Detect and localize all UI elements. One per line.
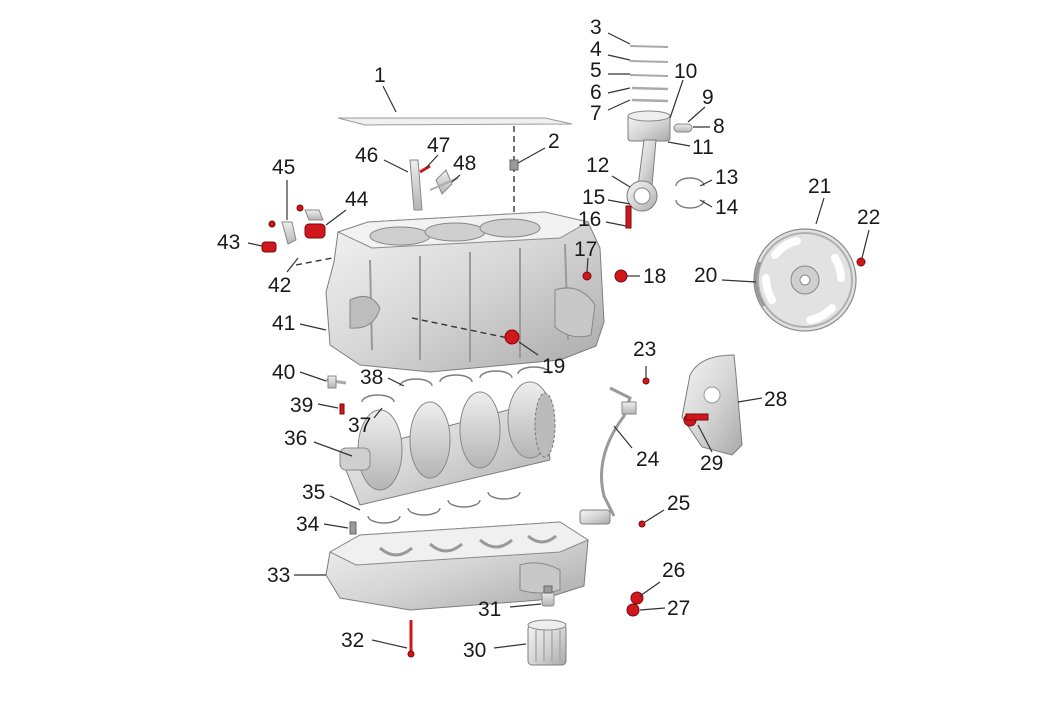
callout-12: 12 <box>586 154 609 177</box>
callout-2: 2 <box>548 130 560 153</box>
flexplate <box>753 228 857 332</box>
oil-jet-and-bolts <box>261 204 326 253</box>
callout-44: 44 <box>345 188 369 211</box>
callout-20: 20 <box>694 264 717 287</box>
callout-7: 7 <box>590 102 602 125</box>
callout-19: 19 <box>542 355 565 378</box>
callout-31: 31 <box>478 598 501 621</box>
callout-37: 37 <box>348 414 371 437</box>
sensor-40 <box>325 375 347 389</box>
callout-6: 6 <box>590 81 602 104</box>
callout-4: 4 <box>590 38 602 61</box>
callout-5: 5 <box>590 59 602 82</box>
callout-10: 10 <box>674 60 697 83</box>
callout-43: 43 <box>217 231 240 254</box>
bolt-27 <box>626 603 640 617</box>
cylinder-block <box>325 211 605 373</box>
callout-1: 1 <box>374 64 386 87</box>
callout-42: 42 <box>268 274 291 297</box>
sensor-34 <box>349 521 357 535</box>
callout-8: 8 <box>713 115 725 138</box>
bolt-39 <box>339 403 345 415</box>
bolt-23 <box>642 377 650 385</box>
callout-32: 32 <box>341 629 364 652</box>
bedplate <box>325 521 590 611</box>
callout-26: 26 <box>662 559 685 582</box>
main-bearing-shells-lower <box>367 491 521 524</box>
engine-mount-bracket <box>681 354 743 456</box>
callout-3: 3 <box>590 16 602 39</box>
callout-34: 34 <box>296 513 320 536</box>
callout-22: 22 <box>857 206 880 229</box>
callout-45: 45 <box>272 156 295 179</box>
callout-17: 17 <box>574 238 597 261</box>
callout-23: 23 <box>633 338 656 361</box>
sensor-harness <box>579 386 637 525</box>
callout-41: 41 <box>272 312 295 335</box>
callout-38: 38 <box>360 366 383 389</box>
leader-lines <box>247 32 870 649</box>
main-bearing-shells-upper <box>361 366 551 403</box>
head-gasket <box>337 117 573 126</box>
callout-33: 33 <box>267 564 290 587</box>
oil-filter <box>527 619 567 666</box>
bolt-32 <box>407 620 415 658</box>
callout-40: 40 <box>272 361 295 384</box>
callout-15: 15 <box>582 186 605 209</box>
bolt-26 <box>630 591 644 605</box>
callout-11: 11 <box>692 136 714 159</box>
callout-48: 48 <box>453 152 476 175</box>
callout-13: 13 <box>715 166 738 189</box>
plug-17 <box>582 271 592 281</box>
callout-47: 47 <box>427 134 450 157</box>
callout-28: 28 <box>764 388 787 411</box>
callout-16: 16 <box>578 208 601 231</box>
callout-25: 25 <box>667 492 690 515</box>
callout-labels: 1 2 3 4 5 6 7 8 9 10 11 12 13 14 15 16 1… <box>217 16 880 662</box>
callout-9: 9 <box>702 86 714 109</box>
callout-18: 18 <box>643 265 666 288</box>
piston-cooling-nozzle <box>409 159 459 211</box>
callout-27: 27 <box>667 597 690 620</box>
callout-14: 14 <box>715 196 739 219</box>
alignment-dowel <box>509 126 519 212</box>
callout-36: 36 <box>284 427 307 450</box>
callout-46: 46 <box>355 144 378 167</box>
crankshaft <box>339 381 556 506</box>
callout-30: 30 <box>463 639 486 662</box>
callout-29: 29 <box>700 452 723 475</box>
bolt-25 <box>638 520 646 528</box>
callout-21: 21 <box>808 175 831 198</box>
piston-rings <box>629 45 669 103</box>
rod-bearing-shells <box>675 177 705 209</box>
callout-24: 24 <box>636 448 660 471</box>
oil-pressure-switch <box>541 585 555 607</box>
piston-and-connecting-rod <box>625 110 693 229</box>
callout-35: 35 <box>302 481 325 504</box>
plug-18 <box>614 269 628 283</box>
plug-19 <box>504 329 520 345</box>
callout-39: 39 <box>290 394 313 417</box>
bolt-22 <box>856 257 866 267</box>
